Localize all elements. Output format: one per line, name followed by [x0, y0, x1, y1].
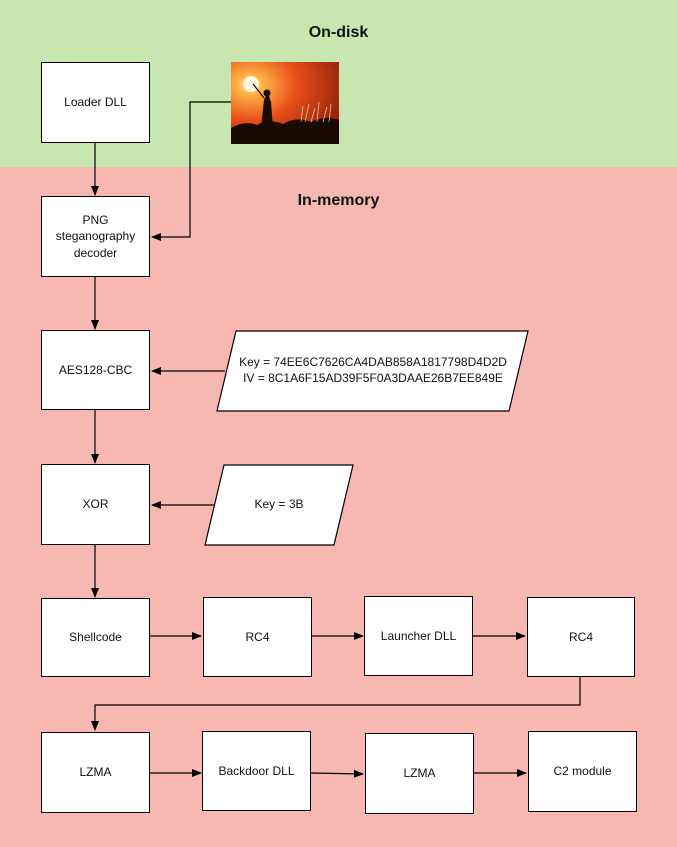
lzma-second-node: LZMA — [365, 733, 474, 814]
sunset-silhouette-image — [231, 62, 339, 144]
aes-node: AES128-CBC — [41, 330, 150, 410]
aes-key-parallelogram — [216, 330, 529, 412]
in-memory-title: In-memory — [297, 192, 380, 209]
launcher-dll-node: Launcher DLL — [364, 596, 473, 676]
on-disk-title: On-disk — [308, 24, 369, 41]
aes-key-label: Key = 74EE6C7626CA4DAB858A1817798D4D2D I… — [239, 355, 507, 385]
shellcode-node: Shellcode — [41, 598, 150, 677]
xor-key-label: Key = 3B — [254, 497, 304, 512]
c2-module-node: C2 module — [528, 731, 637, 812]
loader-dll-node: Loader DLL — [41, 62, 150, 143]
lzma-first-node: LZMA — [41, 732, 150, 813]
rc4-second-node: RC4 — [527, 597, 635, 677]
backdoor-dll-node: Backdoor DLL — [202, 731, 311, 811]
arrow-image-to-decoder — [151, 101, 231, 241]
xor-node: XOR — [41, 464, 150, 545]
arrow-rc4-to-lzma — [91, 677, 581, 731]
arrow-backdoor-to-lzma — [310, 769, 364, 778]
xor-key-parallelogram — [204, 464, 354, 546]
rc4-first-node: RC4 — [203, 597, 312, 677]
png-decoder-node: PNG steganography decoder — [41, 196, 150, 277]
